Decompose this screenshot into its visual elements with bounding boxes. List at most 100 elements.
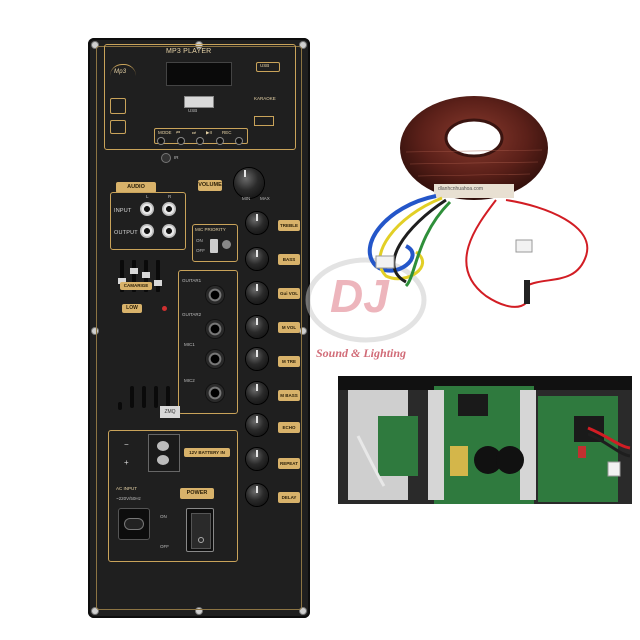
next-button[interactable]	[197, 138, 203, 144]
mic-treble-label: M TRE	[278, 356, 300, 367]
echo-label: ECHO	[278, 422, 300, 433]
mp3-module	[104, 44, 296, 150]
output-r-jack[interactable]	[162, 224, 176, 238]
mic-priority-label: MIC PRIORITY	[195, 227, 226, 232]
guitar1-jack[interactable]	[206, 286, 224, 304]
sd-slot[interactable]	[254, 116, 274, 126]
bass-label: BASS	[278, 254, 300, 265]
power-switch[interactable]	[186, 508, 214, 552]
vent-slot	[130, 386, 134, 408]
mode-button-label: MODE	[158, 130, 172, 135]
mic-priority-switch[interactable]	[210, 239, 218, 253]
watermark-logo: DJ	[305, 257, 427, 343]
battery-minus: −	[124, 440, 129, 449]
clip-led	[162, 306, 167, 311]
rec-button-label: REC	[222, 130, 232, 135]
mic1-jack[interactable]	[206, 350, 224, 368]
usb-badge-label: USB	[260, 63, 270, 68]
power-label: POWER	[180, 488, 214, 499]
vent-slot	[166, 386, 170, 408]
mic-volume-label: M VOL	[278, 322, 300, 333]
fader[interactable]	[130, 260, 138, 292]
guitar2-jack[interactable]	[206, 320, 224, 338]
low-label: LOW	[122, 304, 142, 313]
next-button-label: ⏭	[192, 130, 197, 135]
panel-screw	[300, 608, 306, 614]
prev-button-label: ⏮	[176, 130, 181, 135]
mp3-logo-arc	[110, 64, 136, 77]
mic-bass-knob[interactable]	[246, 382, 268, 404]
input-r-jack[interactable]	[162, 202, 176, 216]
knob-min-label: MIN	[242, 196, 251, 201]
mic-priority-off: OFF	[196, 248, 205, 253]
panel-screw	[92, 608, 98, 614]
rec-button[interactable]	[236, 138, 242, 144]
guitar2-label: GUITAR2	[182, 312, 202, 317]
audio-label: AUDIO	[116, 182, 156, 193]
mic-priority-on: ON	[196, 238, 203, 243]
ac-input-label: AC INPUT	[116, 486, 138, 491]
vent-slot	[142, 386, 146, 408]
echo-knob[interactable]	[246, 414, 268, 436]
fader[interactable]	[118, 260, 126, 292]
knob-max-label: MAX	[260, 196, 270, 201]
volume-knob[interactable]	[234, 168, 264, 198]
battery-terminal[interactable]	[148, 434, 180, 472]
guitar-volume-knob[interactable]	[246, 282, 268, 304]
mic2-jack[interactable]	[206, 384, 224, 402]
panel-screw	[300, 328, 306, 334]
mic2-label: MIC2	[184, 378, 195, 383]
svg-text:DJ: DJ	[330, 270, 390, 322]
usb-port[interactable]	[184, 96, 214, 108]
amplifier-pcb	[338, 376, 632, 518]
rec-icon	[110, 120, 126, 134]
guitar-mic-box	[178, 270, 238, 414]
output-l-jack[interactable]	[140, 224, 154, 238]
panel-screw	[92, 42, 98, 48]
zmq-sticker: ZMQ	[160, 406, 180, 418]
treble-knob[interactable]	[246, 212, 268, 234]
toroid-sticker: dlanhcnhuahoa.com	[438, 186, 484, 192]
power-on-label: ON	[160, 514, 167, 519]
usb-label: USB	[188, 108, 198, 113]
fader[interactable]	[154, 260, 162, 292]
mic-volume-knob[interactable]	[246, 316, 268, 338]
ac-voltage-label: ~220V/50Hz	[116, 496, 141, 501]
audio-box	[110, 192, 186, 250]
ac-socket[interactable]	[118, 508, 150, 540]
treble-label: TREBLE	[278, 220, 300, 231]
amplifier-panel: MP3 PLAYER Mp3 USB USB KARAOKE MODE ⏮ ⏭ …	[88, 38, 310, 618]
battery-plus: +	[124, 458, 129, 467]
toroidal-transformer	[400, 96, 548, 200]
karaoke-label: KARAOKE	[254, 96, 276, 101]
panel-screw	[196, 42, 202, 48]
audio-r-label: R	[168, 194, 172, 199]
mode-button[interactable]	[158, 138, 164, 144]
bass-knob[interactable]	[246, 248, 268, 270]
usb-badge	[256, 62, 280, 72]
mic-bass-label: M BASS	[278, 390, 300, 401]
vent-slot	[118, 402, 122, 410]
lcd-display	[166, 62, 232, 86]
mic-priority-indicator	[222, 240, 231, 249]
watermark-subtitle: Sound & Lighting	[316, 346, 407, 360]
ir-label: IR	[174, 155, 179, 160]
power-section	[108, 430, 238, 562]
play-pause-button[interactable]	[216, 138, 223, 144]
output-label: OUTPUT	[114, 230, 138, 236]
fader[interactable]	[142, 260, 150, 292]
mic-treble-knob[interactable]	[246, 348, 268, 370]
mic-icon	[110, 98, 126, 114]
prev-button[interactable]	[177, 138, 184, 144]
panel-screw	[92, 328, 98, 334]
repeat-label: REPEAT	[278, 458, 300, 469]
panel-screw	[300, 42, 306, 48]
ir-receiver	[162, 154, 170, 162]
input-l-jack[interactable]	[140, 202, 154, 216]
power-off-label: OFF	[160, 544, 169, 549]
repeat-knob[interactable]	[246, 448, 268, 470]
delay-knob[interactable]	[246, 484, 268, 506]
mic1-label: MIC1	[184, 342, 195, 347]
cambridge-label: CAMARIGE	[120, 282, 152, 290]
volume-label: VOLUME	[198, 180, 222, 191]
